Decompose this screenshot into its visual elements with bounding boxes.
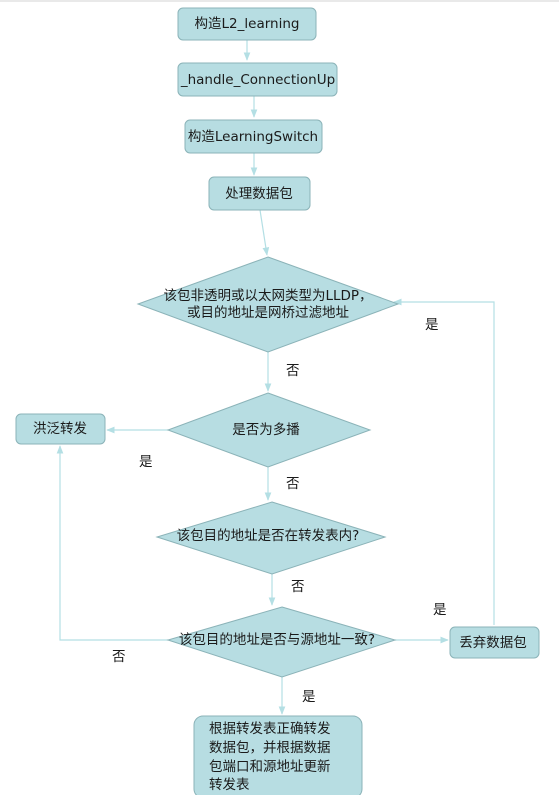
node-is-multicast: 是否为多播 xyxy=(166,392,372,468)
node-forward-and-update-line-4: 转发表 xyxy=(209,777,250,793)
node-check-transparent-line-1: 该包非透明或以太网类型为LLDP， xyxy=(163,288,372,304)
node-drop-packet: 丢弃数据包 xyxy=(449,626,540,659)
node-process-packet: 处理数据包 xyxy=(208,176,311,211)
edges xyxy=(56,40,495,715)
node-handle-connection-up: _handle_ConnectionUp xyxy=(177,62,338,97)
node-dst-equals-src-label: 该包目的地址是否与源地址一致? xyxy=(179,632,375,648)
node-handle-connection-up-label: _handle_ConnectionUp xyxy=(180,72,335,88)
node-construct-l2-label: 构造L2_learning xyxy=(195,16,300,32)
label-transparent-no: 否 xyxy=(286,363,300,379)
node-construct-learning-switch: 构造LearningSwitch xyxy=(184,119,323,154)
edge-drop-to-transparent xyxy=(393,298,495,625)
node-flood-forward: 洪泛转发 xyxy=(15,413,106,445)
label-table-no: 否 xyxy=(291,579,305,595)
label-multicast-no: 否 xyxy=(286,476,300,492)
edge-process-to-transparent xyxy=(259,209,270,256)
node-forward-and-update-line-3: 包端口和源地址更新 xyxy=(209,759,331,775)
label-forward-yes: 是 xyxy=(302,689,316,705)
node-process-packet-label: 处理数据包 xyxy=(225,186,293,202)
node-check-transparent: 该包非透明或以太网类型为LLDP， 或目的地址是网桥过滤地址 xyxy=(136,256,400,353)
top-border xyxy=(0,0,559,2)
node-forward-and-update: 根据转发表正确转发 数据包，并根据数据 包端口和源地址更新 转发表 xyxy=(193,715,363,795)
node-forward-and-update-line-1: 根据转发表正确转发 xyxy=(209,721,331,737)
node-dst-equals-src: 该包目的地址是否与源地址一致? xyxy=(166,606,397,678)
node-construct-learning-switch-label: 构造LearningSwitch xyxy=(188,129,318,145)
node-flood-forward-label: 洪泛转发 xyxy=(33,421,87,437)
edge-labels: 是 否 是 否 否 是 否 是 xyxy=(112,317,447,705)
node-forward-and-update-line-2: 数据包，并根据数据 xyxy=(209,740,331,756)
node-check-transparent-line-2: 或目的地址是网桥过滤地址 xyxy=(187,305,349,321)
node-construct-l2: 构造L2_learning xyxy=(177,7,317,41)
node-in-forward-table: 该包目的地址是否在转发表内? xyxy=(155,501,387,575)
node-drop-packet-label: 丢弃数据包 xyxy=(459,635,527,651)
label-equal-no: 否 xyxy=(112,649,126,665)
node-is-multicast-label: 是否为多播 xyxy=(232,421,300,438)
label-multicast-yes: 是 xyxy=(139,454,153,470)
node-in-forward-table-label: 该包目的地址是否在转发表内? xyxy=(177,528,360,544)
label-transparent-yes: 是 xyxy=(425,317,439,333)
edge-equal-to-flood xyxy=(56,445,168,641)
label-equal-yes: 是 xyxy=(433,602,447,618)
